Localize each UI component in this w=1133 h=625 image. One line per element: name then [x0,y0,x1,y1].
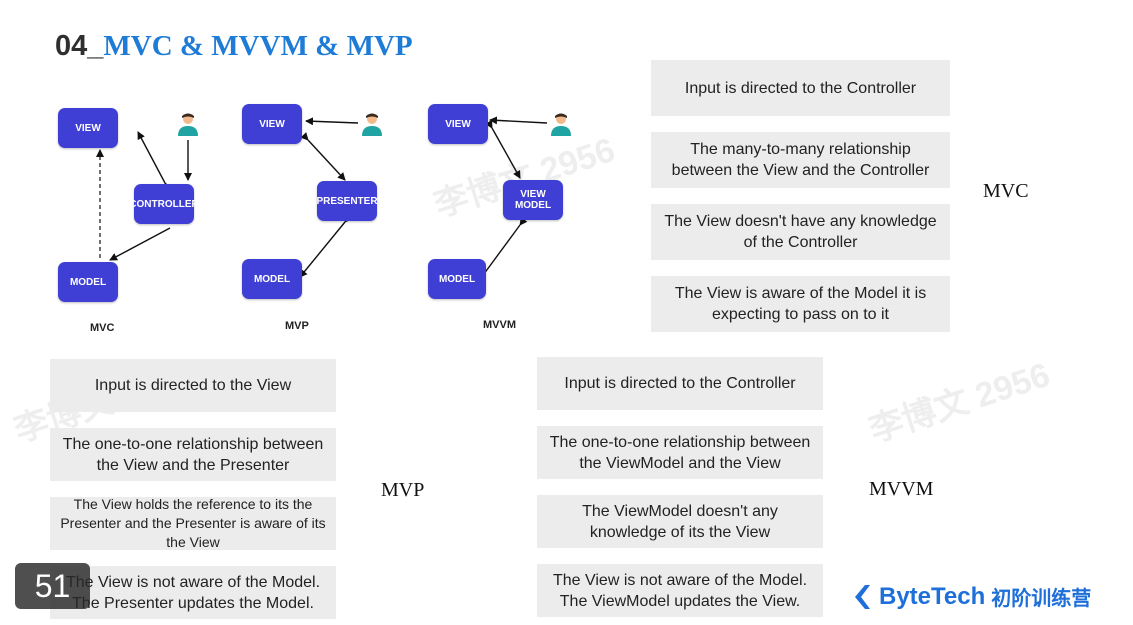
mvc-card: The View is aware of the Model it is exp… [651,276,950,332]
mvvm-card: Input is directed to the Controller [537,357,823,410]
mvp-side-label: MVP [381,479,425,501]
user-icon [551,113,571,136]
mvc-card: The View doesn't have any knowledge of t… [651,204,950,260]
mvc-controller-box: CONTROLLER [129,184,199,224]
mvc-card: The many-to-many relationship between th… [651,132,950,188]
user-icon [362,113,382,136]
brand-subtitle: 初阶训练营 [991,588,1092,610]
mvvm-view-box: VIEW [428,104,488,144]
brand-logo: ByteTech 初阶训练营 [853,582,1091,611]
mvp-diagram-label: MVP [285,320,309,332]
mvvm-card: The one-to-one relationship between the … [537,426,823,479]
brand-name: ByteTech [879,582,986,610]
mvc-model-box: MODEL [58,262,118,302]
slide-number-badge: 51 [15,563,90,609]
mvp-presenter-box: PRESENTER [316,181,378,221]
mvc-view-box: VIEW [58,108,118,148]
mvvm-viewmodel-box: VIEW MODEL [503,180,563,220]
mvvm-model-box: MODEL [428,259,486,299]
page-title: 04_MVC & MVVM & MVP [55,30,413,62]
mvc-diagram-label: MVC [90,322,115,334]
mvp-card: Input is directed to the View [50,359,336,412]
user-icon [178,113,198,136]
mvc-side-label: MVC [983,180,1029,202]
bytetech-logo-icon [855,584,870,609]
mvvm-card: The ViewModel doesn't any knowledge of i… [537,495,823,548]
mvvm-diagram-label: MVVM [483,319,516,331]
mvp-card: The View holds the reference to its the … [50,496,336,550]
mvvm-card: The View is not aware of the Model. The … [537,564,823,617]
mvp-model-box: MODEL [242,259,302,299]
mvvm-side-label: MVVM [869,478,934,500]
mvp-card: The View is not aware of the Model. The … [50,566,336,619]
mvc-card: Input is directed to the Controller [651,60,950,116]
mvp-card: The one-to-one relationship between the … [50,428,336,481]
mvp-view-box: VIEW [242,104,302,144]
